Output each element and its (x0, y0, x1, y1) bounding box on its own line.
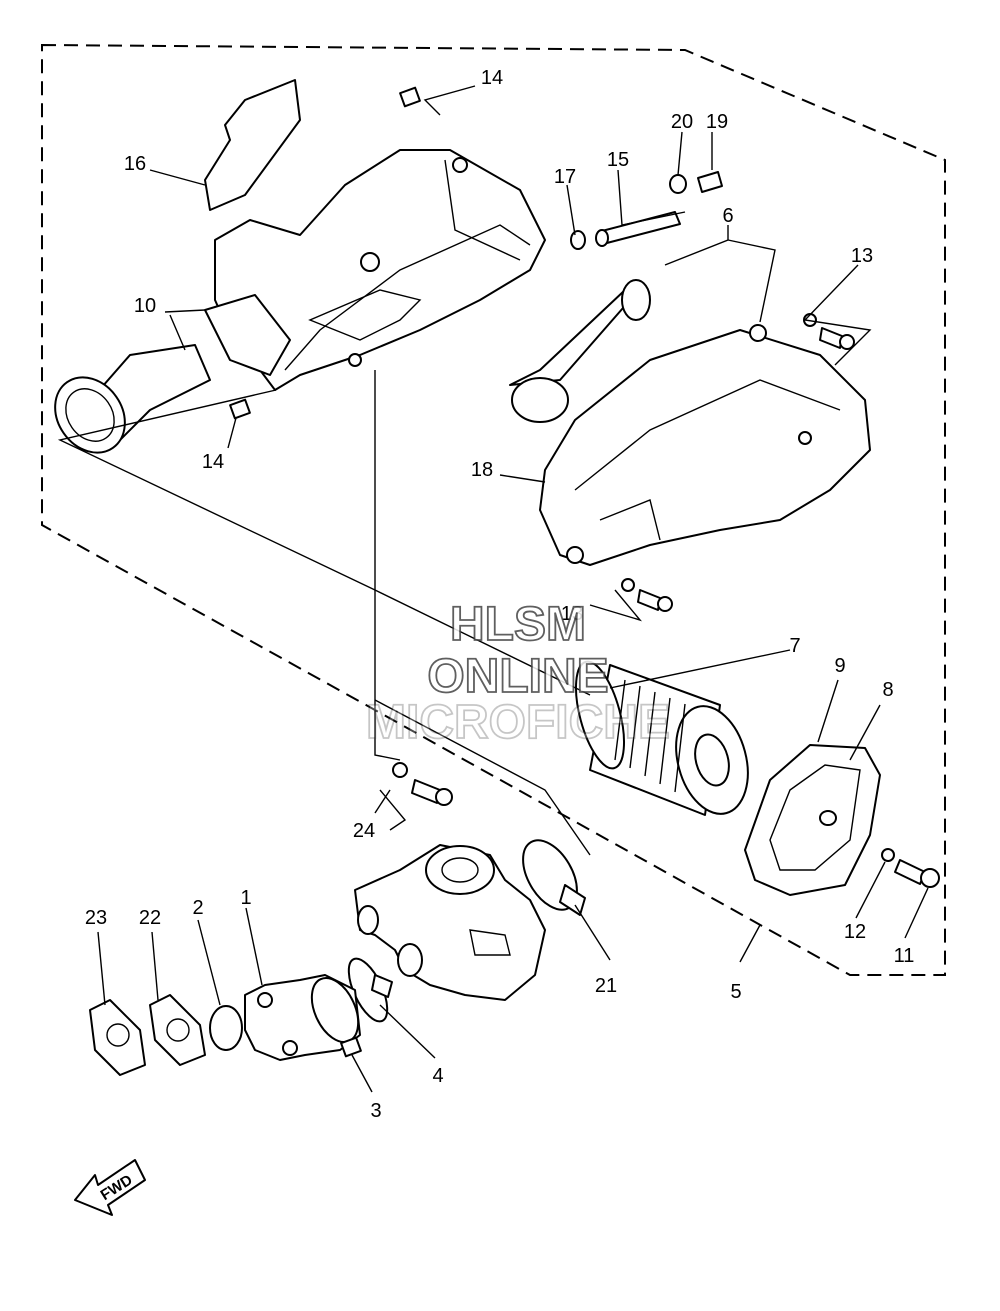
callout-13-top: 13 (851, 245, 873, 267)
callout-8: 8 (882, 679, 893, 701)
part-16-seal (204, 79, 301, 211)
callout-16: 16 (124, 153, 146, 175)
callout-6: 6 (722, 205, 733, 227)
callout-23: 23 (85, 907, 107, 929)
part-12-washer (881, 848, 895, 862)
callout-22: 22 (139, 907, 161, 929)
callout-14-bottom: 14 (202, 451, 224, 473)
callout-11: 11 (894, 945, 915, 967)
watermark-line-2: ONLINE (427, 650, 608, 703)
watermark: HLSM ONLINE MICROFICHE (365, 597, 671, 750)
part-1-manifold (244, 974, 361, 1061)
callout-10: 10 (134, 295, 156, 317)
part-6-hose (509, 279, 651, 423)
forward-arrow-icon: FWD (74, 1159, 146, 1216)
part-17-clamp (570, 230, 586, 250)
part-15-breather-tube (595, 211, 681, 247)
part-10-intake-duct (54, 294, 291, 454)
part-18-lower-air-case (539, 324, 871, 566)
callout-3: 3 (370, 1100, 381, 1122)
part-upper-air-case (214, 149, 546, 391)
watermark-line-1: HLSM (450, 598, 586, 651)
callout-19: 19 (706, 111, 728, 133)
callout-17: 17 (554, 166, 576, 188)
callout-14-top: 14 (481, 67, 503, 89)
callouts: 14 16 20 19 17 15 6 13 10 14 18 13 7 9 8… (85, 67, 915, 1122)
callout-13-bottom: 13 (561, 603, 583, 625)
leader-lines (57, 85, 929, 1093)
part-19-plug (697, 171, 723, 193)
part-22-insulator (149, 994, 206, 1066)
callout-18: 18 (471, 459, 493, 481)
part-4-clamp (347, 957, 393, 1023)
part-13-screw-top (803, 313, 855, 350)
part-14-nut-top (399, 86, 421, 108)
part-13-screw-bottom (621, 578, 673, 612)
assembly-boundary (41, 43, 946, 976)
callout-7: 7 (789, 635, 800, 657)
callout-1: 1 (240, 887, 251, 909)
part-7-filter-element (575, 660, 749, 816)
watermark-line-3: MICROFICHE (366, 696, 670, 749)
callout-24: 24 (353, 820, 375, 842)
callout-5: 5 (730, 981, 741, 1003)
callout-20: 20 (671, 111, 693, 133)
part-3-nut (340, 1036, 362, 1058)
part-11-screw (894, 859, 940, 888)
part-8-9-cover (744, 744, 881, 896)
part-14-nut-bottom (229, 398, 251, 420)
callout-4: 4 (432, 1065, 443, 1087)
part-24-screw (379, 762, 453, 831)
callout-15: 15 (607, 149, 629, 171)
part-2-seal (209, 1005, 243, 1051)
callout-9: 9 (834, 655, 845, 677)
callout-21: 21 (595, 975, 617, 997)
callout-2: 2 (192, 897, 203, 919)
part-carburetor (354, 844, 546, 1001)
part-23-gasket (89, 999, 146, 1076)
part-21-clamp (522, 839, 586, 916)
callout-12: 12 (844, 921, 866, 943)
part-20-clip (669, 174, 687, 194)
